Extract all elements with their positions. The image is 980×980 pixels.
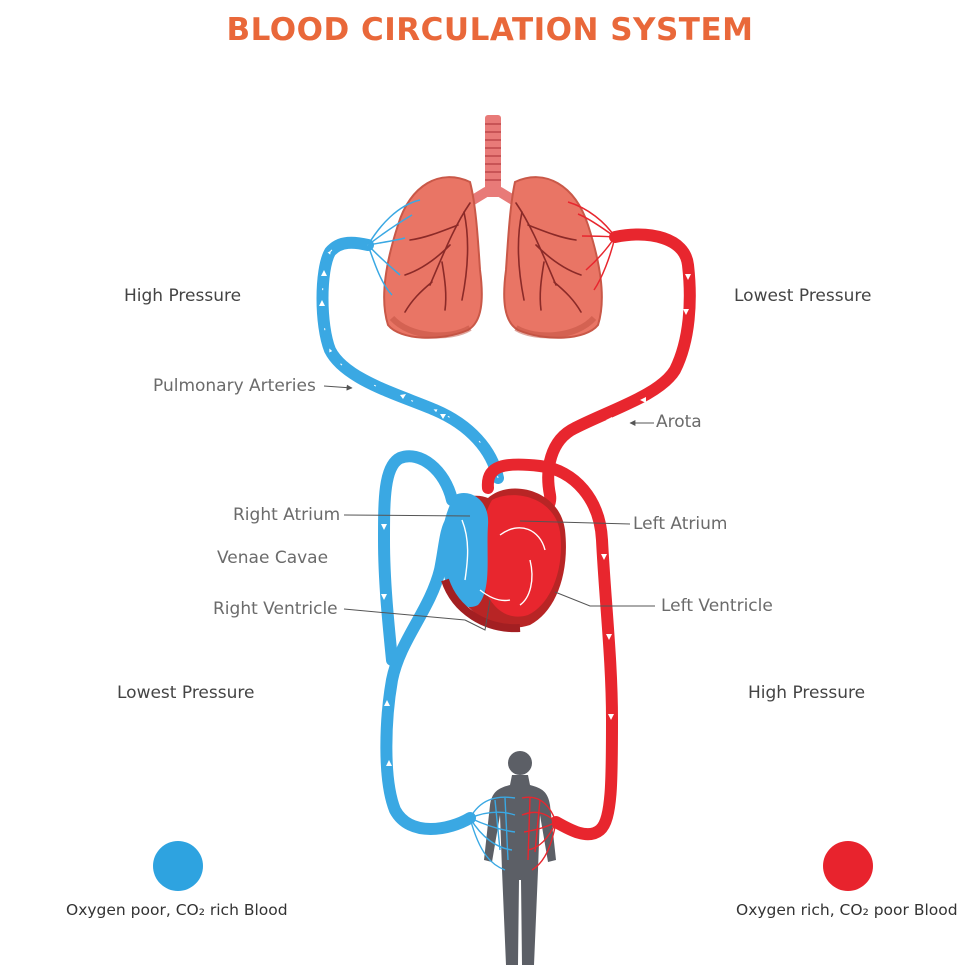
legend-dot-oxygenated bbox=[823, 841, 873, 891]
label-right-ventricle: Right Ventricle bbox=[213, 599, 338, 619]
page-title: BLOOD CIRCULATION SYSTEM bbox=[226, 12, 754, 48]
pressure-label-bottom-right: High Pressure bbox=[748, 683, 866, 703]
aorta-vessel bbox=[481, 458, 619, 841]
right-heart bbox=[441, 493, 489, 608]
heart bbox=[441, 488, 566, 633]
label-pulmonary-arteries: Pulmonary Arteries bbox=[153, 376, 316, 396]
legend-dot-deoxygenated bbox=[153, 841, 203, 891]
legend-label-oxygenated: Oxygen rich, CO₂ poor Blood bbox=[736, 901, 958, 919]
flow-arrows bbox=[319, 270, 691, 766]
human-body bbox=[484, 751, 556, 965]
leader-lines bbox=[323, 384, 655, 631]
label-aorta: Arota bbox=[656, 412, 702, 432]
label-venae-cavae: Venae Cavae bbox=[217, 548, 329, 568]
trachea bbox=[463, 115, 523, 208]
pulmonary-vein bbox=[514, 228, 696, 524]
vena-cava bbox=[377, 450, 476, 835]
body-capillaries-red bbox=[521, 796, 557, 871]
label-left-ventricle: Left Ventricle bbox=[661, 596, 773, 616]
pressure-label-bottom-left: Lowest Pressure bbox=[117, 683, 255, 703]
label-right-atrium: Right Atrium bbox=[233, 505, 341, 525]
pressure-label-top-left: High Pressure bbox=[124, 286, 242, 306]
label-left-atrium: Left Atrium bbox=[633, 514, 728, 534]
legend-label-deoxygenated: Oxygen poor, CO₂ rich Blood bbox=[66, 901, 288, 919]
pulmonary-artery bbox=[316, 236, 504, 484]
pressure-label-top-right: Lowest Pressure bbox=[734, 286, 872, 306]
lungs bbox=[383, 115, 603, 339]
body-capillaries-blue bbox=[469, 796, 516, 871]
left-heart bbox=[480, 495, 561, 617]
